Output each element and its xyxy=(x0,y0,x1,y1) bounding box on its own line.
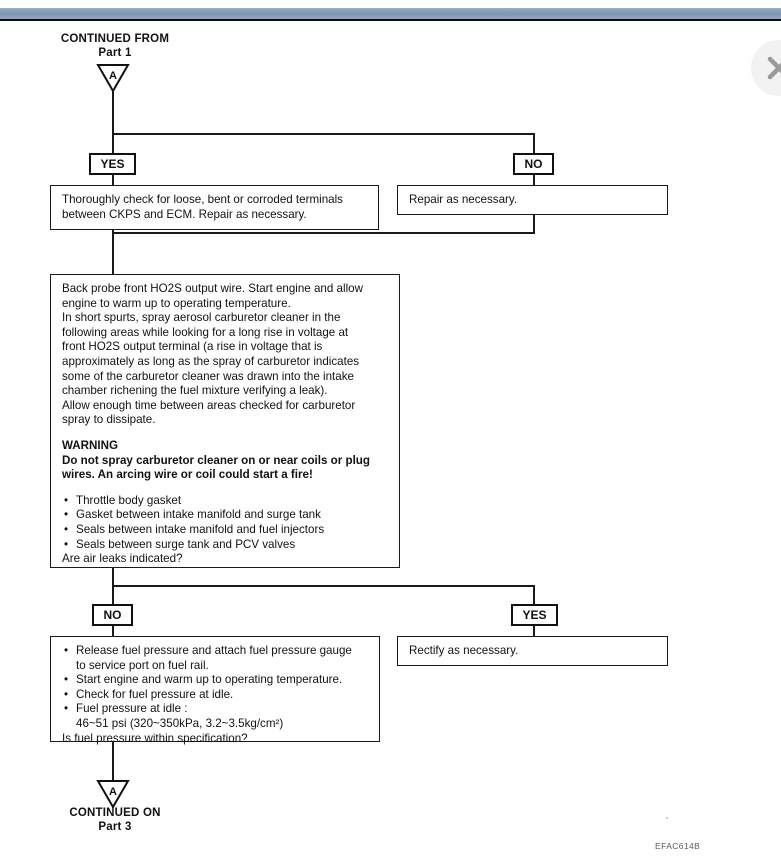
window-title-bar xyxy=(0,8,781,21)
footer-caption-line1: CONTINUED ON xyxy=(69,807,161,819)
main-block-spacer-2 xyxy=(62,483,390,494)
connector-line-branch2-no-down xyxy=(112,626,114,644)
branch2-bullet1-cont: to service port on fuel rail. xyxy=(76,658,209,672)
connector-line-branch2-yes-down xyxy=(533,626,535,644)
branch2-question: Is fuel pressure within specification? xyxy=(62,731,248,745)
connector-merge-branch1 xyxy=(112,232,535,234)
branch1-no-box: Repair as necessary. xyxy=(397,185,668,215)
list-item: Fuel pressure at idle : xyxy=(62,702,370,717)
connector-line-branch2-no xyxy=(112,585,114,606)
branch1-yes-box-text: Thoroughly check for loose, bent or corr… xyxy=(62,193,343,221)
header-caption-line1: CONTINUED FROM xyxy=(60,33,170,45)
branch1-no-box-text: Repair as necessary. xyxy=(409,193,518,206)
branch2-bullet1-line1: Release fuel pressure and attach fuel pr… xyxy=(76,644,352,657)
main-para1-line2: engine to warm up to operating temperatu… xyxy=(62,296,291,310)
svg-text:A: A xyxy=(109,70,117,82)
branch2-yes-box-text: Rectify as necessary. xyxy=(409,644,519,657)
main-para2-line4: approximately as long as the spray of ca… xyxy=(62,354,360,368)
connector-bus-branch2 xyxy=(112,585,535,587)
branch1-yes-box: Thoroughly check for loose, bent or corr… xyxy=(50,185,379,230)
main-para2-line1: In short spurts, spray aerosol carbureto… xyxy=(62,311,341,325)
main-para2-line6: chamber richening the fuel mixture verif… xyxy=(62,384,328,398)
footer-caption-line2: Part 3 xyxy=(98,821,132,833)
list-item: Gasket between intake manifold and surge… xyxy=(62,508,390,523)
main-para3-line1: Allow enough time between areas checked … xyxy=(62,398,356,412)
figure-code: EFAC614B xyxy=(655,841,701,851)
warning-line1: Do not spray carburetor cleaner on or ne… xyxy=(62,453,370,467)
main-para3-line2: spray to dissipate. xyxy=(62,413,156,427)
connector-line-top-stem xyxy=(112,90,114,134)
connector-line-nobox-down xyxy=(533,215,535,234)
fuel-pressure-spec: 46~51 psi (320~350kPa, 3.2~3.5kg/cm²) xyxy=(76,716,284,730)
main-para2-line3: front HO2S output terminal (a rise in vo… xyxy=(62,340,323,354)
header-caption-line2: Part 1 xyxy=(98,47,132,59)
warning-line2: wires. An arcing wire or coil could star… xyxy=(62,468,313,482)
flowchart-diagram: CONTINUED FROM Part 1 A A YES NO Thoroug… xyxy=(0,22,781,865)
branch1-no-label: NO xyxy=(513,153,554,175)
connector-triangle-top: A xyxy=(96,63,130,93)
list-item: Throttle body gasket xyxy=(62,494,390,509)
main-block-spacer-1 xyxy=(62,428,390,439)
connector-triangle-bottom: A xyxy=(96,779,130,809)
connector-line-branch1-yes xyxy=(112,133,114,155)
svg-text:A: A xyxy=(109,786,117,798)
main-instruction-box: Back probe front HO2S output wire. Start… xyxy=(50,274,400,568)
branch1-yes-label: YES xyxy=(89,153,136,175)
list-item: Seals between intake manifold and fuel i… xyxy=(62,523,390,538)
main-block-question: Are air leaks indicated? xyxy=(62,552,183,566)
warning-title: WARNING xyxy=(62,438,119,452)
close-icon[interactable] xyxy=(751,40,781,96)
connector-line-main-down xyxy=(112,568,114,588)
connector-line-footer-stem xyxy=(112,742,114,782)
main-para2-line5: some of the carburetor cleaner was drawn… xyxy=(62,369,354,383)
main-bullet-list: Throttle body gasket Gasket between inta… xyxy=(62,494,390,552)
list-item: Release fuel pressure and attach fuel pr… xyxy=(62,644,370,659)
connector-line-branch2-yes xyxy=(533,585,535,606)
connector-bus-branch1 xyxy=(112,133,535,135)
branch2-yes-box: Rectify as necessary. xyxy=(397,636,668,666)
list-item: Start engine and warm up to operating te… xyxy=(62,673,370,688)
list-item: Check for fuel pressure at idle. xyxy=(62,688,370,703)
page-speck xyxy=(666,817,668,819)
connector-line-yesbox-to-main xyxy=(112,230,114,274)
branch2-no-box: Release fuel pressure and attach fuel pr… xyxy=(50,636,380,745)
branch2-yes-label: YES xyxy=(511,604,558,626)
list-item: Seals between surge tank and PCV valves xyxy=(62,538,390,553)
main-para1-line1: Back probe front HO2S output wire. Start… xyxy=(62,282,363,295)
branch2-bullet-list: Release fuel pressure and attach fuel pr… xyxy=(62,644,370,659)
connector-line-branch1-no xyxy=(533,133,535,155)
branch2-bullet-list-rest: Start engine and warm up to operating te… xyxy=(62,673,370,717)
branch2-no-label: NO xyxy=(92,604,133,626)
main-para2-line2: following areas while looking for a long… xyxy=(62,325,349,339)
